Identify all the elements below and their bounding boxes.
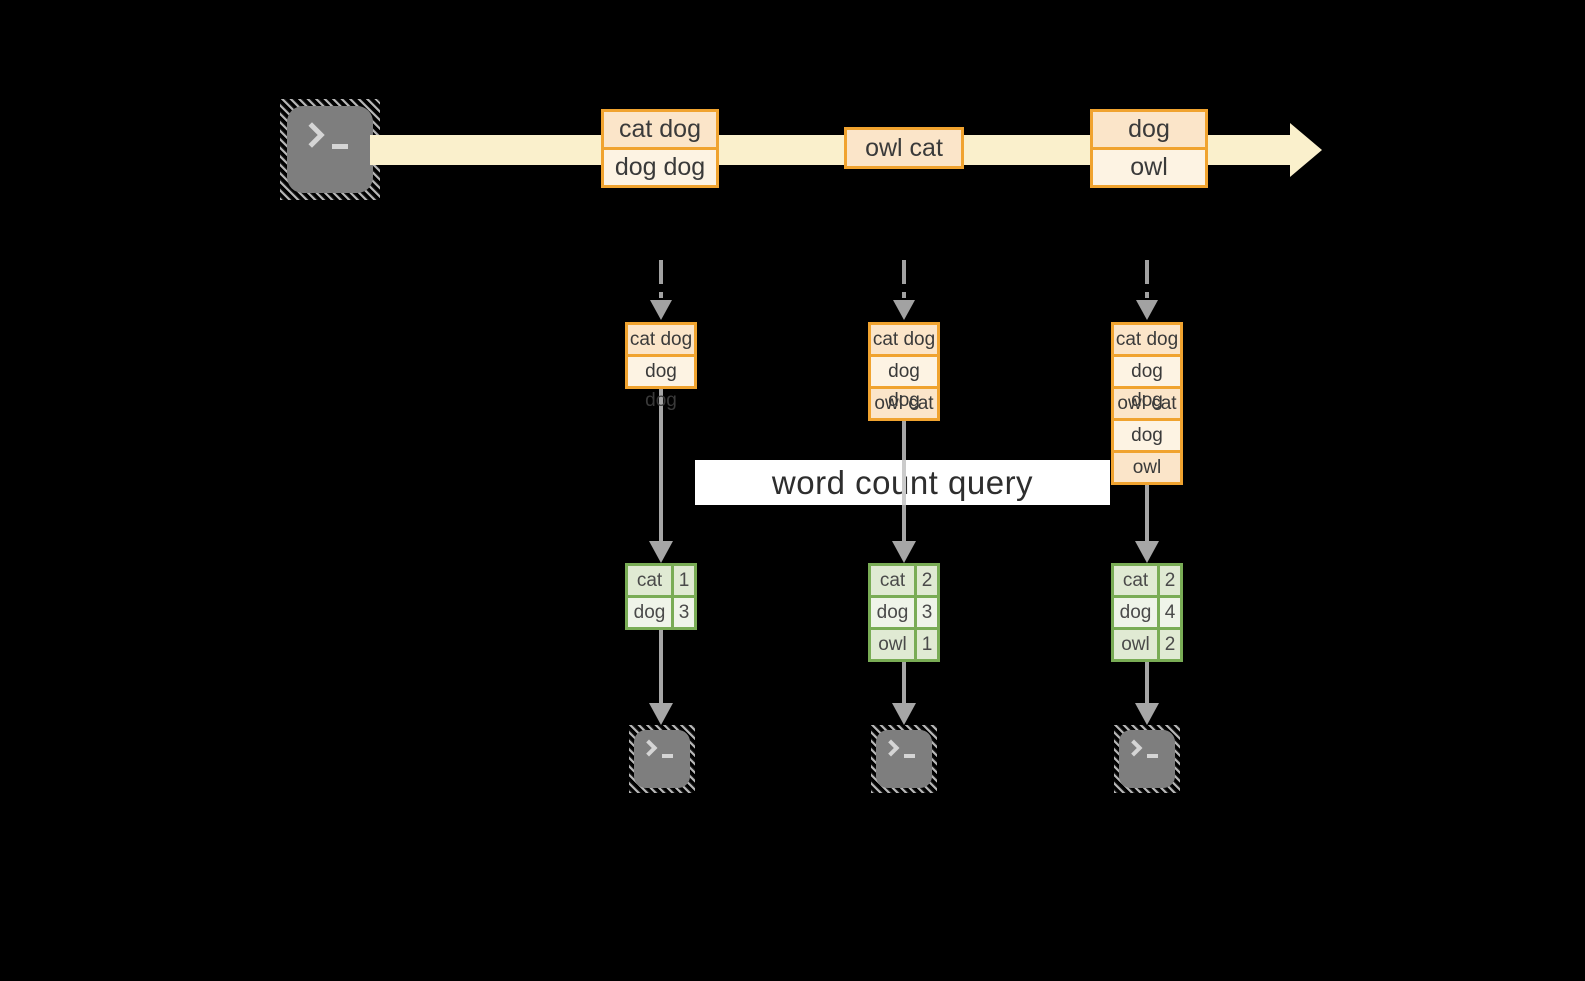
stream-arrowhead-icon — [1290, 123, 1322, 177]
terminal-screen — [876, 730, 932, 788]
flow-arrow — [659, 389, 663, 541]
count-cell: 4 — [1160, 598, 1180, 627]
terminal-sink-icon — [629, 725, 695, 793]
flow-arrowhead-icon — [892, 703, 916, 725]
prompt-cursor-icon — [1147, 754, 1158, 758]
table-row: owl 2 — [1114, 627, 1180, 659]
dashed-arrow — [1145, 260, 1149, 298]
stream-event: cat dog — [604, 112, 716, 147]
word-cell: dog — [871, 598, 917, 627]
stacked-event: dog dog — [628, 354, 694, 411]
table-row: dog 3 — [628, 595, 694, 627]
count-cell: 2 — [1160, 630, 1180, 659]
word-cell: dog — [1114, 598, 1160, 627]
dashed-arrowhead-icon — [1136, 300, 1158, 320]
word-cell: cat — [1114, 566, 1160, 595]
dashed-arrow — [902, 260, 906, 298]
count-table: cat 1 dog 3 — [625, 563, 697, 630]
terminal-screen — [634, 730, 690, 788]
prompt-cursor-icon — [332, 144, 348, 149]
prompt-chevron-icon — [882, 739, 900, 757]
table-row: cat 1 — [628, 566, 694, 595]
flow-arrowhead-icon — [649, 541, 673, 563]
terminal-source-icon — [280, 99, 380, 200]
event-stack: cat dog dog dog owl cat — [868, 322, 940, 421]
terminal-screen — [1119, 730, 1175, 788]
word-cell: owl — [1114, 630, 1160, 659]
event-stack: cat dog dog dog owl cat dog owl — [1111, 322, 1183, 485]
count-cell: 3 — [674, 598, 694, 627]
stream-event: dog — [1093, 112, 1205, 147]
stream-event-box: owl cat — [844, 127, 964, 169]
flow-arrow — [1145, 662, 1149, 703]
stream-event-box: cat dog dog dog — [601, 109, 719, 188]
word-cell: owl — [871, 630, 917, 659]
count-table: cat 2 dog 4 owl 2 — [1111, 563, 1183, 662]
flow-arrowhead-icon — [892, 541, 916, 563]
stacked-event: owl cat — [1114, 386, 1180, 418]
flow-arrow — [1145, 485, 1149, 541]
prompt-chevron-icon — [640, 739, 658, 757]
prompt-chevron-icon — [1125, 739, 1143, 757]
table-row: cat 2 — [1114, 566, 1180, 595]
stream-event-box: dog owl — [1090, 109, 1208, 188]
stacked-event: cat dog — [871, 325, 937, 354]
stacked-event: dog dog — [1114, 354, 1180, 411]
terminal-sink-icon — [871, 725, 937, 793]
terminal-sink-icon — [1114, 725, 1180, 793]
flow-arrow — [902, 662, 906, 703]
stacked-event: cat dog — [628, 325, 694, 354]
stacked-event: owl cat — [871, 386, 937, 418]
flow-arrowhead-icon — [1135, 541, 1159, 563]
dashed-arrowhead-icon — [893, 300, 915, 320]
prompt-chevron-icon — [299, 122, 325, 148]
stream-event: owl cat — [847, 130, 961, 166]
word-cell: cat — [628, 566, 674, 595]
stacked-event: dog dog — [871, 354, 937, 411]
count-cell: 2 — [1160, 566, 1180, 595]
flow-arrow-through-banner — [902, 460, 906, 505]
dashed-arrowhead-icon — [650, 300, 672, 320]
table-row: cat 2 — [871, 566, 937, 595]
terminal-screen — [287, 106, 373, 193]
prompt-cursor-icon — [904, 754, 915, 758]
table-row: dog 4 — [1114, 595, 1180, 627]
table-row: dog 3 — [871, 595, 937, 627]
stacked-event: cat dog — [1114, 325, 1180, 354]
count-cell: 2 — [917, 566, 937, 595]
flow-arrowhead-icon — [1135, 703, 1159, 725]
stacked-event: owl — [1114, 450, 1180, 482]
event-stack: cat dog dog dog — [625, 322, 697, 411]
word-cell: cat — [871, 566, 917, 595]
stream-event: owl — [1093, 147, 1205, 185]
count-cell: 3 — [917, 598, 937, 627]
dashed-arrow — [659, 260, 663, 298]
count-cell: 1 — [674, 566, 694, 595]
prompt-cursor-icon — [662, 754, 673, 758]
stream-event: dog dog — [604, 147, 716, 185]
count-cell: 1 — [917, 630, 937, 659]
word-cell: dog — [628, 598, 674, 627]
flow-arrow — [659, 630, 663, 703]
table-row: owl 1 — [871, 627, 937, 659]
flow-arrowhead-icon — [649, 703, 673, 725]
stacked-event: dog — [1114, 418, 1180, 450]
count-table: cat 2 dog 3 owl 1 — [868, 563, 940, 662]
